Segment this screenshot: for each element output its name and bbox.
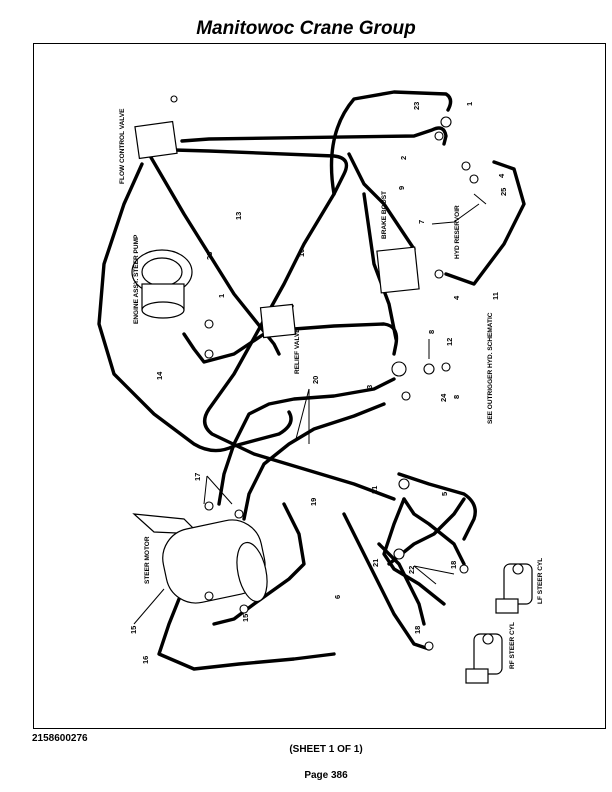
brake-boost [376,246,420,294]
label-lf-steer-cyl: LF STEER CYL [537,558,544,604]
callout-23b: 23 [205,252,214,260]
callout-15a: 15 [241,614,250,622]
callout-14: 14 [155,371,164,380]
callout-9: 9 [397,186,406,190]
callout-7: 7 [417,220,426,224]
callout-22: 22 [407,566,416,574]
hose-16 [157,597,336,671]
callout-23a: 23 [412,102,421,110]
callout-4a: 4 [497,173,506,178]
hose-5b [402,497,466,566]
hose-14 [97,162,293,453]
hose-22 [387,497,466,566]
page-title: Manitowoc Crane Group [196,18,416,39]
callout-15b: 15 [129,626,138,634]
hydraulic-schematic: FLOW CONTROL VALVE ENGINE ASSY. STEER PU… [97,90,544,684]
callout-21a: 21 [370,486,379,494]
callout-13: 13 [234,212,243,220]
hose-13 [180,126,448,146]
hose-long-diag [147,152,281,356]
hose-5 [397,472,477,541]
callout-25: 25 [499,188,508,196]
callout-numbers: 1 1 2 3 4 4 5 6 7 8 8 9 10 11 12 13 14 1… [129,102,508,664]
page-number: Page 386 [304,770,348,781]
hose-20-b [242,402,386,521]
diagram-frame: FLOW CONTROL VALVE ENGINE ASSY. STEER PU… [33,43,606,729]
label-steer-motor: STEER MOTOR [144,536,151,584]
label-engine-steer-pump: ENGINE ASSY. STEER PUMP [133,234,140,324]
hose-6 [342,512,431,651]
label-rf-steer-cyl: RF STEER CYL [509,622,516,669]
hose-20-a [217,377,396,506]
relief-valve [259,303,297,339]
callout-21b: 21 [371,559,380,567]
hose-10 [172,148,396,501]
sheet-label: (SHEET 1 OF 1) [289,744,363,755]
hose-19 [212,502,306,626]
hose-11 [444,160,526,286]
label-relief-valve: RELIEF VALVE [294,328,301,374]
callout-12: 12 [445,338,454,346]
leader-lines [133,193,487,625]
flow-control-valve [134,120,178,160]
label-outrigger-note: SEE OUTRIGGER HYD. SCHEMATIC [487,312,494,424]
doc-number: 2158600276 [32,733,88,744]
engine-steer-pump [131,249,193,319]
callout-5: 5 [440,492,449,496]
label-flow-control-valve: FLOW CONTROL VALVE [119,108,126,184]
lf-steer-cyl [495,563,533,614]
callout-19: 19 [309,498,318,506]
callout-11: 11 [491,292,500,300]
hose-9 [347,152,416,251]
callout-10: 10 [297,249,306,257]
callout-4b: 4 [452,295,461,300]
callout-1b: 1 [217,294,226,298]
callout-18b: 18 [413,626,422,634]
callout-8a: 8 [427,330,436,334]
callout-18a: 18 [449,561,458,569]
callout-17: 17 [193,473,202,481]
callout-20: 20 [311,376,320,384]
callout-3: 3 [365,385,374,389]
hose-21 [382,497,446,606]
callout-6: 6 [333,595,342,599]
hose-relief-tee [292,322,399,356]
rf-steer-cyl [465,633,503,684]
callout-24: 24 [439,393,448,402]
label-brake-boost: BRAKE BOOST [381,191,388,239]
hose-10-upper [329,90,453,196]
tee-fitting-3 [391,361,451,401]
callout-1a: 1 [465,102,474,106]
callout-16: 16 [141,656,150,664]
label-hyd-reservoir: HYD RESERVOIR [454,205,461,259]
callout-2: 2 [399,156,408,160]
hose-6b [377,542,426,626]
fittings [170,95,479,651]
steer-motor [132,513,268,604]
callout-8b: 8 [452,395,461,399]
